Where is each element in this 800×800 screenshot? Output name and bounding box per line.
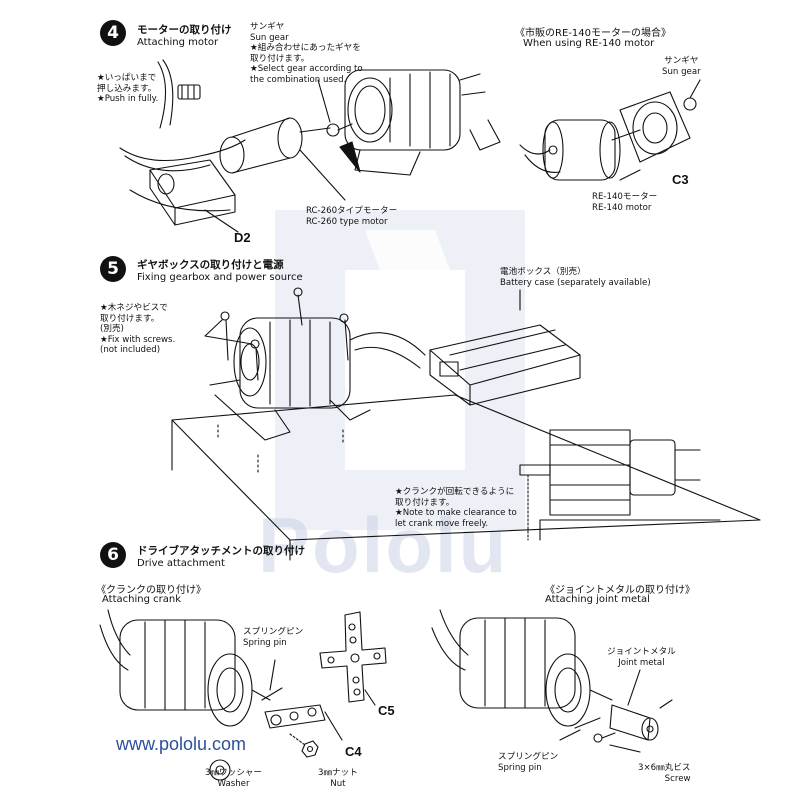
step6-number-badge: 6 [100,542,126,568]
step4-re140-drawing [519,79,701,181]
joint-spring-pin-label: スプリングピン Spring pin [498,752,558,773]
part-c5-label: C5 [378,703,395,718]
clearance-en-2: let crank move freely. [395,518,489,529]
gear-note-ja-1: ★組み合わせにあったギヤを [250,43,361,53]
gear-note-en-2: the combination used. [250,74,347,85]
step4-alt-sun-gear: サンギヤ Sun gear [662,56,701,77]
spring-pin2-ja: スプリングピン [498,752,559,762]
screw-note-en-1: ★Fix with screws. [100,334,176,345]
joint-metal-label: ジョイントメタル Joint metal [607,647,676,668]
part-c4-label: C4 [345,744,362,759]
spring-pin2-en: Spring pin [498,762,542,773]
part-d2-label: D2 [234,230,251,245]
step4-motor-label: RC-260タイプモーター RC-260 type motor [306,206,397,227]
washer-ja: 3㎜ワッシャー [205,768,263,778]
crank-spring-pin-label: スプリングピン Spring pin [243,627,303,648]
step4-alt-motor-label: RE-140モーター RE-140 motor [592,192,657,213]
alt-sun-gear-en: Sun gear [662,66,701,77]
step5-battery-label: 電池ボックス（別売） Battery case (separately avai… [500,267,651,288]
part-c3-label: C3 [672,172,689,187]
step5-title-en: Fixing gearbox and power source [137,272,303,283]
screw-en: Screw [664,773,691,784]
push-note-en: ★Push in fully. [97,94,159,104]
joint-title-ja: 《ジョイントメタルの取り付け》 [545,585,695,596]
screw-note-ja-2: 取り付けます。 [100,313,160,324]
sun-gear-en: Sun gear [250,32,289,43]
nut-en: Nut [330,778,346,789]
clearance-en-1: ★Note to make clearance to [395,508,517,518]
joint-metal-ja: ジョイントメタル [607,647,676,657]
step6-title-en: Drive attachment [137,558,225,569]
battery-en: Battery case (separately available) [500,277,651,288]
joint-metal-en: Joint metal [618,657,665,668]
step4-push-note: ★いっぱいまで 押し込みます。 ★Push in fully. [97,73,158,105]
push-note-ja-1: ★いっぱいまで [97,73,157,83]
step4-push-detail [157,59,201,129]
step4-alt-title-ja: 《市販のRE-140モーターの場合》 [515,28,671,39]
screw-label: 3×6㎜丸ビス Screw [638,763,691,784]
step4-number-badge: 4 [100,20,126,46]
screw-note-ja-1: ★木ネジやビスで [100,303,168,313]
watermark-url: www.pololu.com [116,734,247,754]
motor-en: RC-260 type motor [306,216,388,227]
nut-label: 3㎜ナット Nut [318,768,358,789]
step4-title-en: Attaching motor [137,37,219,48]
watermark-shape [275,210,525,530]
crank-title-ja: 《クランクの取り付け》 [96,585,206,596]
screw-ja: 3×6㎜丸ビス [638,763,691,773]
motor-ja: RC-260タイプモーター [306,206,398,216]
step5-battery-drawing [429,289,581,406]
nut-ja: 3㎜ナット [318,768,358,778]
washer-label: 3㎜ワッシャー Washer [205,768,262,789]
alt-sun-gear-ja: サンギヤ [664,56,699,66]
screw-note-ja-3: (別売) [100,324,124,334]
clearance-ja-2: 取り付けます。 [395,497,455,508]
step5-number-badge: 5 [100,256,126,282]
screw-note-en-2: (not included) [100,345,161,355]
step5-screw-note: ★木ネジやビスで 取り付けます。 (別売) ★Fix with screws. … [100,303,175,356]
crank-title-en: Attaching crank [102,594,181,605]
step5-side-view [519,429,721,541]
step4-title-ja: モーターの取り付け [137,24,232,36]
sun-gear-ja: サンギヤ [250,22,285,32]
watermark-logo [255,200,545,540]
clearance-ja-1: ★クランクが回転できるように [395,487,515,497]
step6-crank-drawing [99,609,387,781]
gear-note-ja-2: 取り付けます。 [250,53,310,64]
alt-motor-en: RE-140 motor [592,202,652,213]
step4-motor-drawing [119,69,501,233]
spring-pin-en: Spring pin [243,637,287,648]
gear-note-en-1: ★Select gear according to [250,64,363,74]
step4-sun-gear-label: サンギヤ Sun gear ★組み合わせにあったギヤを 取り付けます。 ★Sel… [250,22,363,85]
step5-title-ja: ギヤボックスの取り付けと電源 [137,259,284,271]
push-note-ja-2: 押し込みます。 [97,83,157,94]
alt-motor-ja: RE-140モーター [592,192,658,202]
step6-title-ja: ドライブアタッチメントの取り付け [137,545,305,557]
step4-alt-title-en: When using RE-140 motor [523,38,655,49]
step5-clearance-note: ★クランクが回転できるように 取り付けます。 ★Note to make cle… [395,487,517,529]
step6-joint-drawing [431,609,673,753]
step5-gearbox-drawing [204,287,426,473]
washer-en: Washer [217,778,250,789]
watermark-text: Pololu [258,501,509,589]
step5-table [171,394,761,561]
battery-ja: 電池ボックス（別売） [500,267,586,277]
joint-title-en: Attaching joint metal [545,594,650,605]
spring-pin-ja: スプリングピン [243,627,304,637]
